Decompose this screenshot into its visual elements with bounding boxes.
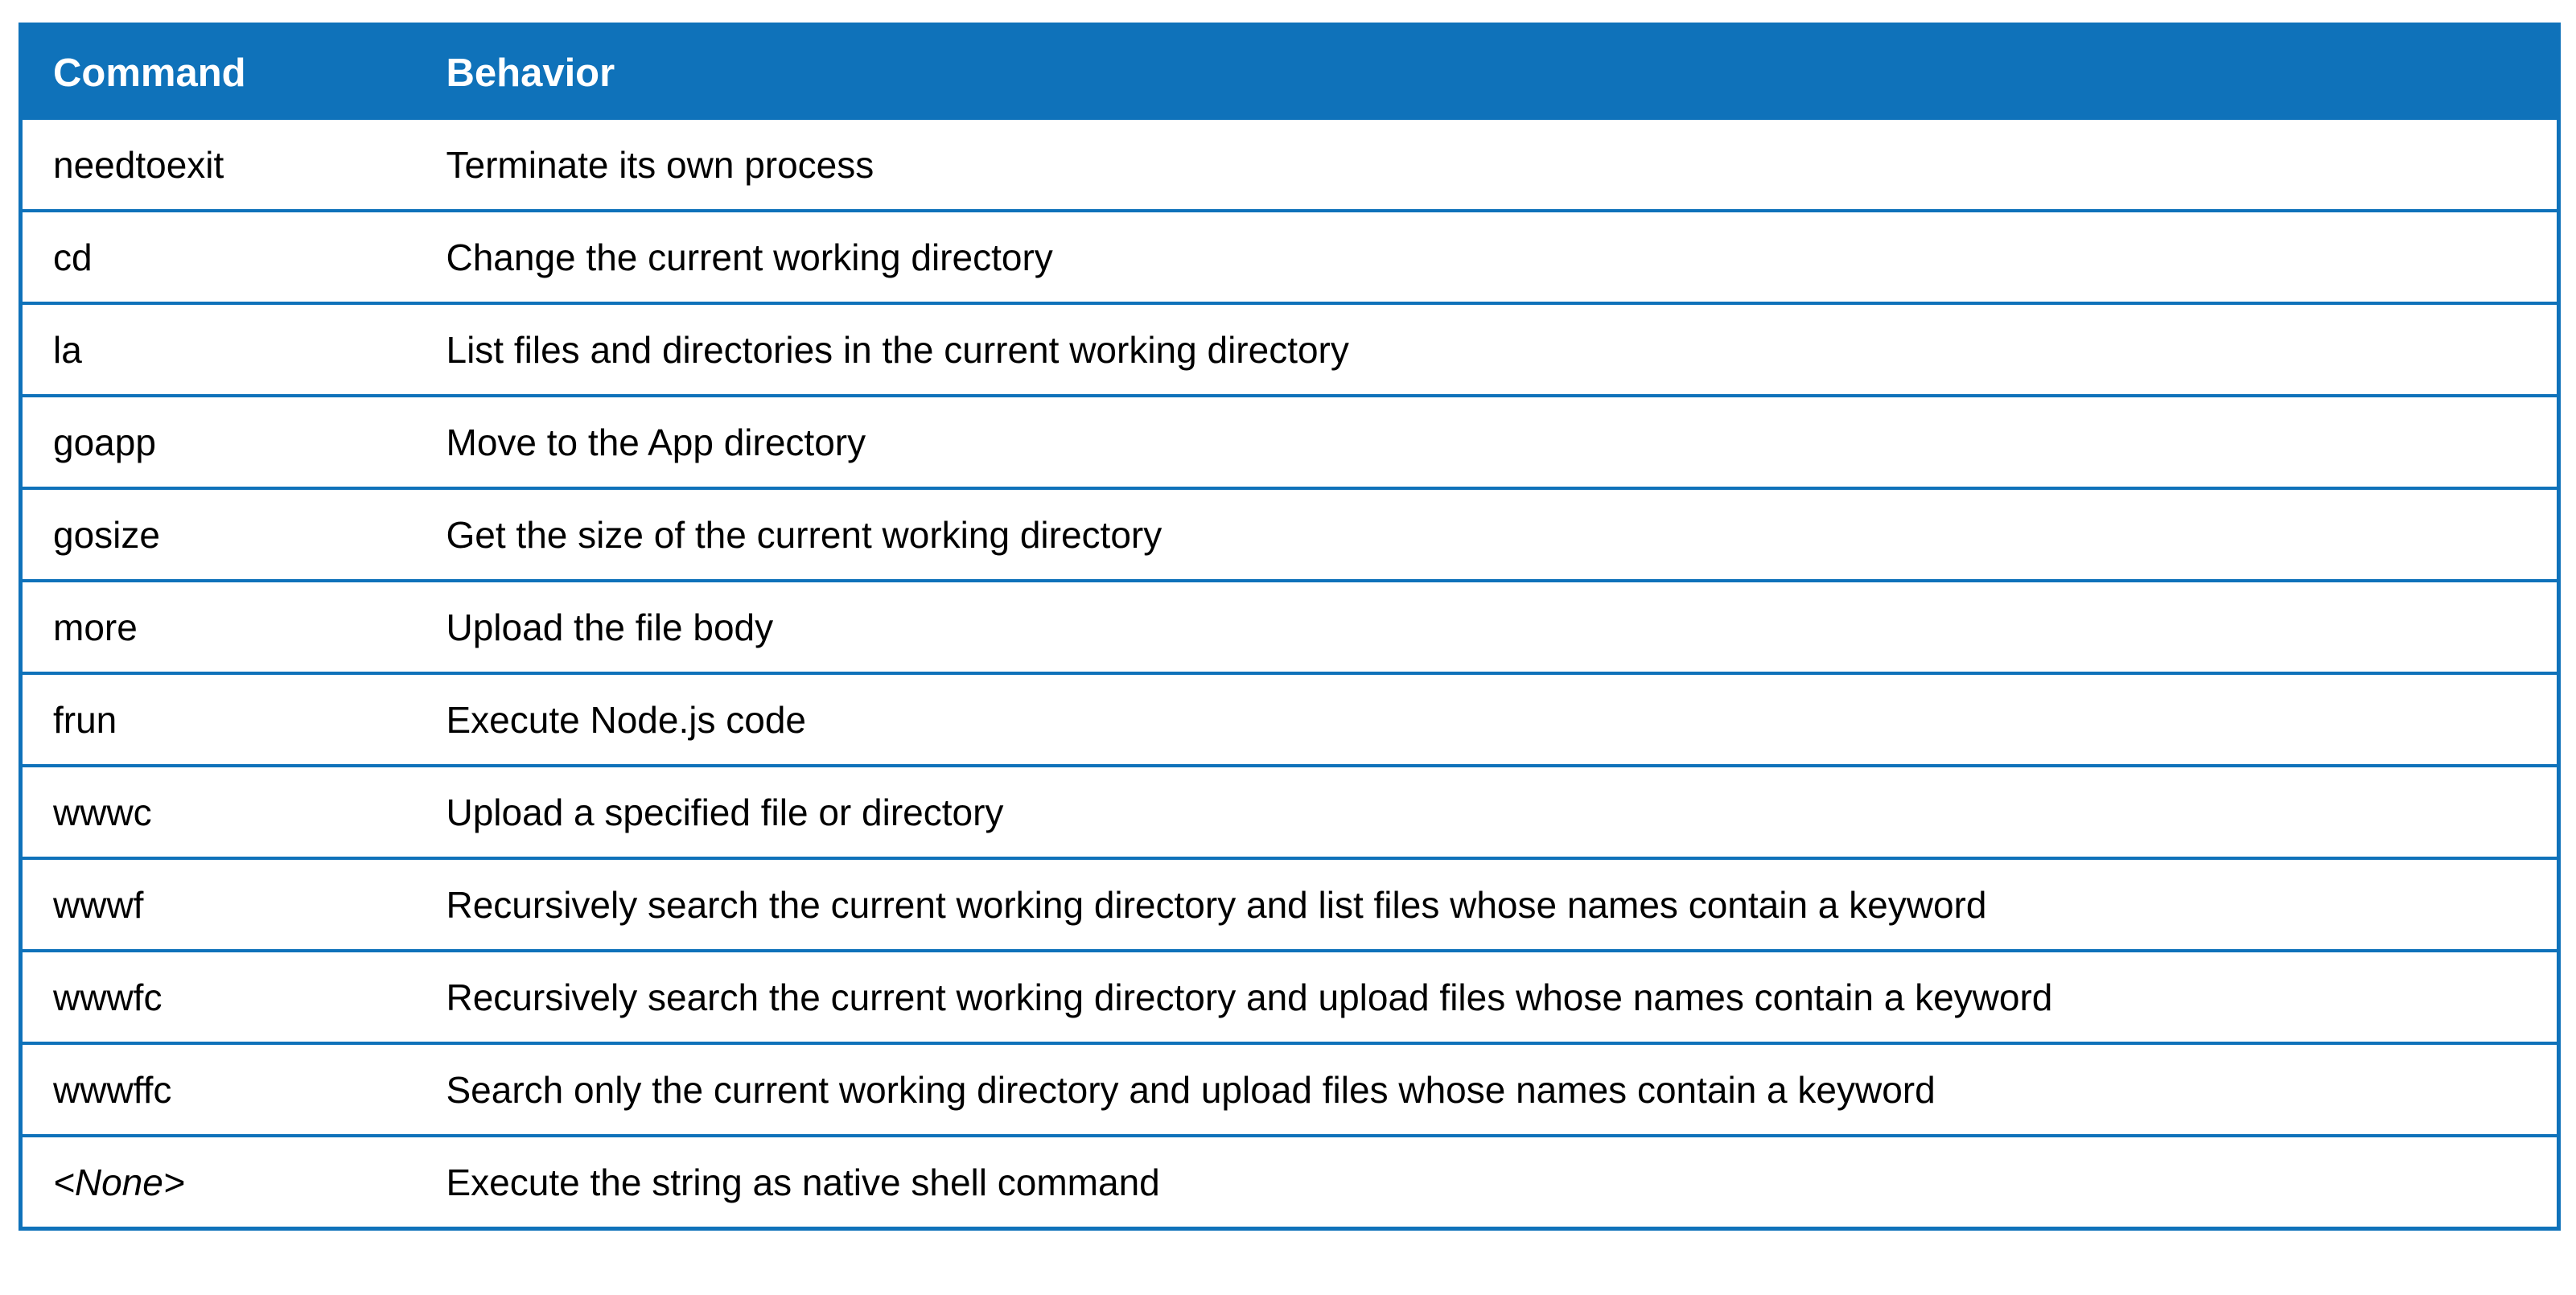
command-cell: goapp bbox=[20, 394, 416, 488]
command-behavior-table: Command Behavior needtoexit Terminate its… bbox=[19, 23, 2561, 1231]
header-row: Command Behavior bbox=[20, 24, 2559, 120]
command-cell: wwwf bbox=[20, 857, 416, 951]
command-cell: needtoexit bbox=[53, 143, 224, 186]
table-row: needtoexit Terminate its own process bbox=[21, 120, 2559, 211]
command-cell: frun bbox=[20, 672, 416, 766]
command-cell: wwwffc bbox=[20, 1042, 416, 1136]
command-behavior-table-container: Command Behavior needtoexit Terminate its… bbox=[19, 23, 2561, 1231]
table-row: <None>Execute the string as native shell… bbox=[20, 1134, 2559, 1229]
command-cell: more bbox=[20, 579, 416, 673]
behavior-cell: Execute Node.js code bbox=[415, 672, 2559, 766]
behavior-cell: List files and directories in the curren… bbox=[415, 302, 2559, 396]
behavior-cell: Get the size of the current working dire… bbox=[415, 487, 2559, 581]
command-cell: la bbox=[20, 302, 416, 396]
column-header-command: Command bbox=[20, 24, 416, 120]
table-header: Command Behavior bbox=[20, 24, 2559, 120]
behavior-cell: Terminate its own process bbox=[446, 143, 874, 186]
behavior-cell: Search only the current working director… bbox=[415, 1042, 2559, 1136]
behavior-cell: Change the current working directory bbox=[415, 209, 2559, 303]
command-cell: wwwfc bbox=[20, 949, 416, 1043]
behavior-cell: Execute the string as native shell comma… bbox=[415, 1134, 2559, 1229]
behavior-cell: Recursively search the current working d… bbox=[415, 857, 2559, 951]
behavior-cell: Move to the App directory bbox=[415, 394, 2559, 488]
command-cell: gosize bbox=[20, 487, 416, 581]
behavior-cell: Recursively search the current working d… bbox=[415, 949, 2559, 1043]
column-header-behavior: Behavior bbox=[415, 24, 2559, 120]
command-cell: cd bbox=[20, 209, 416, 303]
behavior-cell: Upload the file body bbox=[415, 579, 2559, 673]
behavior-cell: Upload a specified file or directory bbox=[415, 764, 2559, 858]
command-cell: <None> bbox=[20, 1134, 416, 1229]
command-cell: wwwc bbox=[20, 764, 416, 858]
